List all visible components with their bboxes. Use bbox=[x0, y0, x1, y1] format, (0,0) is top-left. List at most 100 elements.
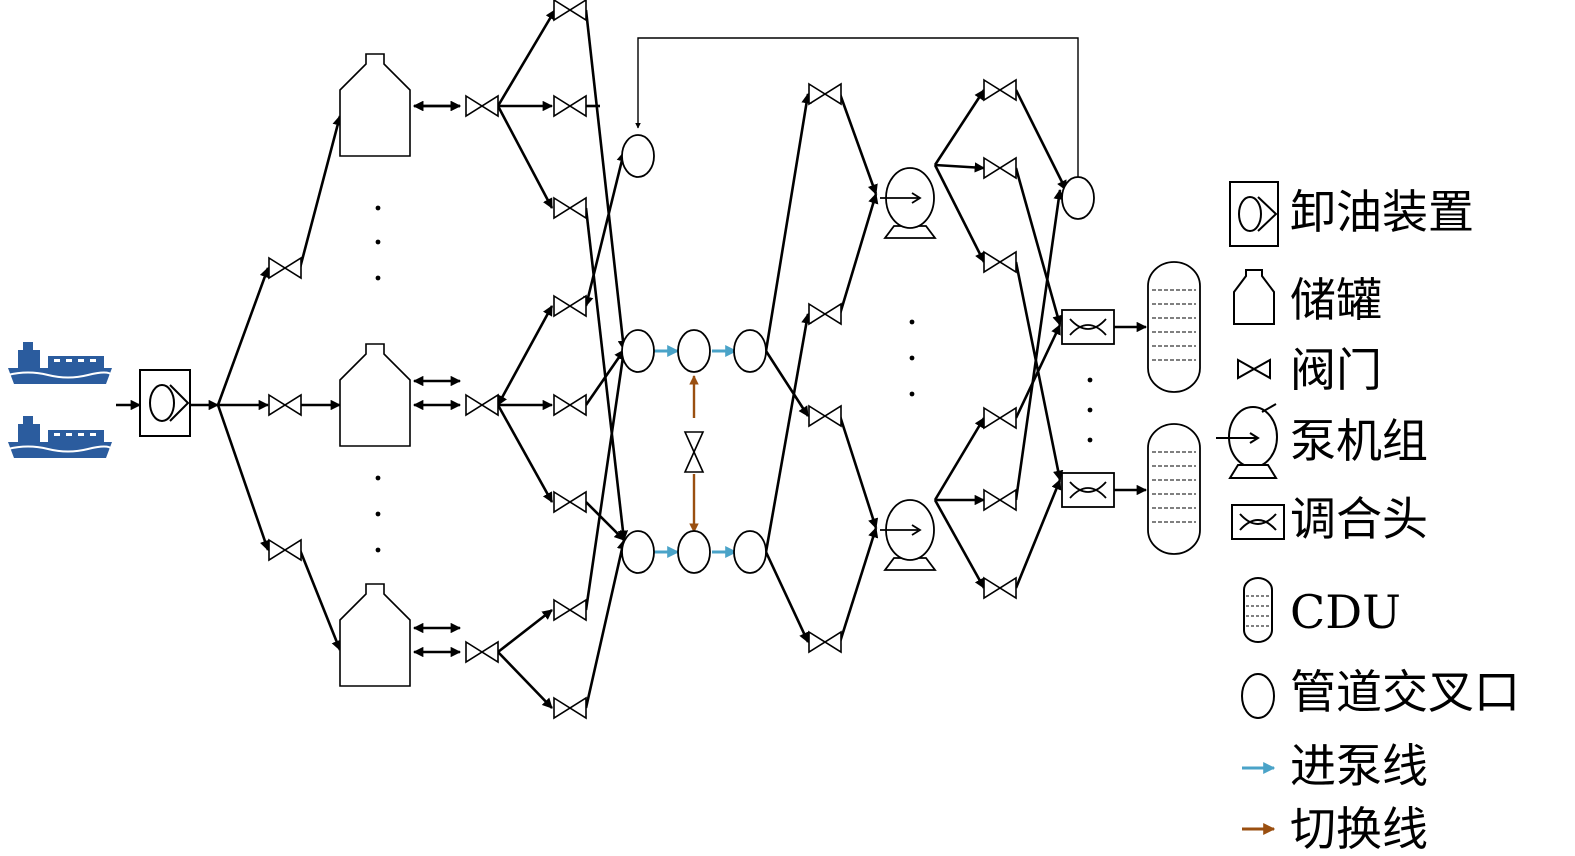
valve-icon bbox=[1237, 358, 1271, 380]
pipe-segment bbox=[838, 415, 879, 529]
legend-label-junction: 管道交叉口 bbox=[1290, 665, 1520, 719]
pipe-segment bbox=[585, 501, 625, 541]
valve bbox=[465, 640, 499, 664]
pipe-segment bbox=[1014, 188, 1064, 501]
valve bbox=[983, 406, 1017, 430]
valve bbox=[465, 94, 499, 118]
ellipsis-dot bbox=[1087, 407, 1093, 413]
pipe-segment bbox=[216, 404, 270, 551]
legend-label-pump-in: 进泵线 bbox=[1290, 739, 1428, 793]
valve bbox=[553, 490, 587, 514]
valve bbox=[268, 538, 302, 562]
ellipsis-dot bbox=[1087, 377, 1093, 383]
valve bbox=[983, 250, 1017, 274]
pipe-junction bbox=[677, 530, 711, 574]
pipe-junction bbox=[621, 134, 655, 178]
valve bbox=[553, 0, 587, 22]
valve bbox=[553, 598, 587, 622]
valve bbox=[983, 156, 1017, 180]
valve bbox=[268, 393, 302, 417]
pipe-segment bbox=[584, 207, 629, 542]
valve bbox=[465, 393, 499, 417]
ellipsis-dot bbox=[375, 239, 381, 245]
cdu bbox=[1147, 261, 1201, 393]
pipe-segment bbox=[764, 551, 810, 643]
valve bbox=[983, 78, 1017, 102]
valve bbox=[553, 696, 587, 720]
pipe-junction bbox=[621, 530, 655, 574]
ellipsis-dot bbox=[375, 275, 381, 281]
pipe-segment bbox=[838, 193, 879, 315]
legend-label-pump: 泵机组 bbox=[1290, 414, 1428, 468]
pipe-segment bbox=[1014, 89, 1068, 191]
tanker-ship-2 bbox=[7, 416, 113, 458]
pipe-segment bbox=[838, 93, 878, 195]
pipe-segment bbox=[497, 608, 553, 654]
pipe-segment bbox=[1014, 479, 1062, 589]
pipe-segment bbox=[584, 538, 628, 709]
pipe-segment bbox=[764, 312, 812, 553]
unloading-device bbox=[139, 369, 191, 437]
tanker-ship-1 bbox=[7, 342, 113, 384]
pipe-segment bbox=[635, 37, 1079, 178]
valve bbox=[553, 196, 587, 220]
legend-label-unloader: 卸油装置 bbox=[1290, 185, 1474, 239]
pump-unit bbox=[880, 167, 937, 239]
valve bbox=[808, 404, 842, 428]
ellipsis-dot bbox=[375, 547, 381, 553]
pipe-junction bbox=[733, 530, 767, 574]
valve bbox=[983, 576, 1017, 600]
pump-unit-icon bbox=[1216, 403, 1278, 479]
valve bbox=[553, 294, 587, 318]
blending-head bbox=[1061, 472, 1115, 508]
ellipsis-dot bbox=[375, 511, 381, 517]
valve bbox=[808, 302, 842, 326]
pipe-segment bbox=[934, 162, 986, 173]
legend-label-valve: 阀门 bbox=[1290, 343, 1382, 397]
valve bbox=[268, 256, 302, 280]
pipe-segment bbox=[496, 404, 554, 503]
legend-label-cdu: CDU bbox=[1290, 585, 1401, 639]
pipe-junction-icon bbox=[1241, 673, 1275, 719]
pipe-segment bbox=[298, 549, 342, 651]
pipe-segment bbox=[584, 348, 628, 611]
legend-label-switch: 切换线 bbox=[1290, 802, 1428, 856]
pipe-segment bbox=[583, 150, 627, 308]
pipe-segment bbox=[497, 651, 553, 709]
valve bbox=[808, 630, 842, 654]
ellipsis-dot bbox=[909, 319, 915, 325]
unloading-device-icon bbox=[1229, 181, 1279, 247]
pipe-junction bbox=[733, 329, 767, 373]
storage-tank bbox=[339, 583, 411, 687]
ellipsis-dot bbox=[909, 355, 915, 361]
pipe-segment bbox=[1014, 324, 1062, 419]
pipe-segment bbox=[933, 89, 986, 166]
valve bbox=[553, 393, 587, 417]
pipe-junction bbox=[1061, 176, 1095, 220]
pump-unit bbox=[880, 499, 937, 571]
pipe-segment bbox=[1014, 167, 1063, 327]
pipe-segment bbox=[496, 105, 554, 209]
storage-tank bbox=[339, 343, 411, 447]
storage-tank bbox=[339, 53, 411, 157]
valve bbox=[683, 431, 705, 473]
pipe-segment bbox=[496, 9, 557, 107]
ellipsis-dot bbox=[1087, 437, 1093, 443]
pipe-segment bbox=[764, 92, 812, 352]
pipe-segment bbox=[216, 267, 270, 406]
legend-label-tank: 储罐 bbox=[1290, 273, 1382, 327]
pipe-segment bbox=[764, 350, 810, 417]
pipe-segment bbox=[298, 114, 343, 269]
pipelines bbox=[116, 9, 1148, 709]
ellipsis-dot bbox=[909, 391, 915, 397]
pipe-segment bbox=[496, 305, 554, 406]
blending-head bbox=[1061, 309, 1115, 345]
blending-head-icon bbox=[1231, 504, 1285, 540]
pipe-junction bbox=[621, 329, 655, 373]
ellipsis-dot bbox=[375, 205, 381, 211]
ellipsis-dot bbox=[375, 475, 381, 481]
pipe-segment bbox=[933, 417, 986, 501]
pipe-segment bbox=[933, 164, 986, 263]
legend: 卸油装置 储罐 阀门 泵机组 调合头 bbox=[1216, 181, 1520, 856]
